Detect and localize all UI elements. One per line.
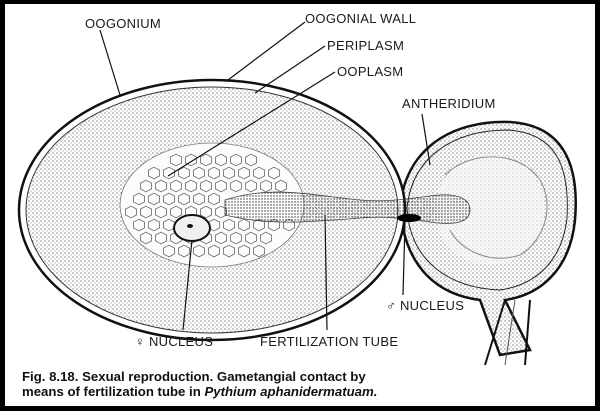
antheridium-label: ANTHERIDIUM: [402, 96, 496, 111]
figure-number: Fig. 8.18.: [22, 369, 78, 384]
caption-species: Pythium aphanidermatuam.: [204, 384, 377, 399]
figure-caption: Fig. 8.18. Sexual reproduction. Gametang…: [22, 369, 582, 399]
oogonium-label: OOGONIUM: [85, 16, 161, 31]
antheridium: [400, 122, 576, 365]
caption-text-1: Sexual reproduction. Gametangial contact…: [78, 369, 365, 384]
female-nucleus-label: ♀ NUCLEUS: [135, 334, 213, 349]
male-nucleus-label: ♂ NUCLEUS: [386, 298, 464, 313]
caption-line-1: Fig. 8.18. Sexual reproduction. Gametang…: [22, 369, 582, 384]
oogonial-wall-label: OOGONIAL WALL: [305, 11, 416, 26]
periplasm-label: PERIPLASM: [327, 38, 404, 53]
caption-text-2: means of fertilization tube in: [22, 384, 204, 399]
female-nucleus: [174, 215, 210, 241]
male-nucleus-mark: [397, 214, 421, 222]
fertilization-tube-label: FERTILIZATION TUBE: [260, 334, 398, 349]
ooplasm-label: OOPLASM: [337, 64, 403, 79]
caption-line-2: means of fertilization tube in Pythium a…: [22, 384, 582, 399]
